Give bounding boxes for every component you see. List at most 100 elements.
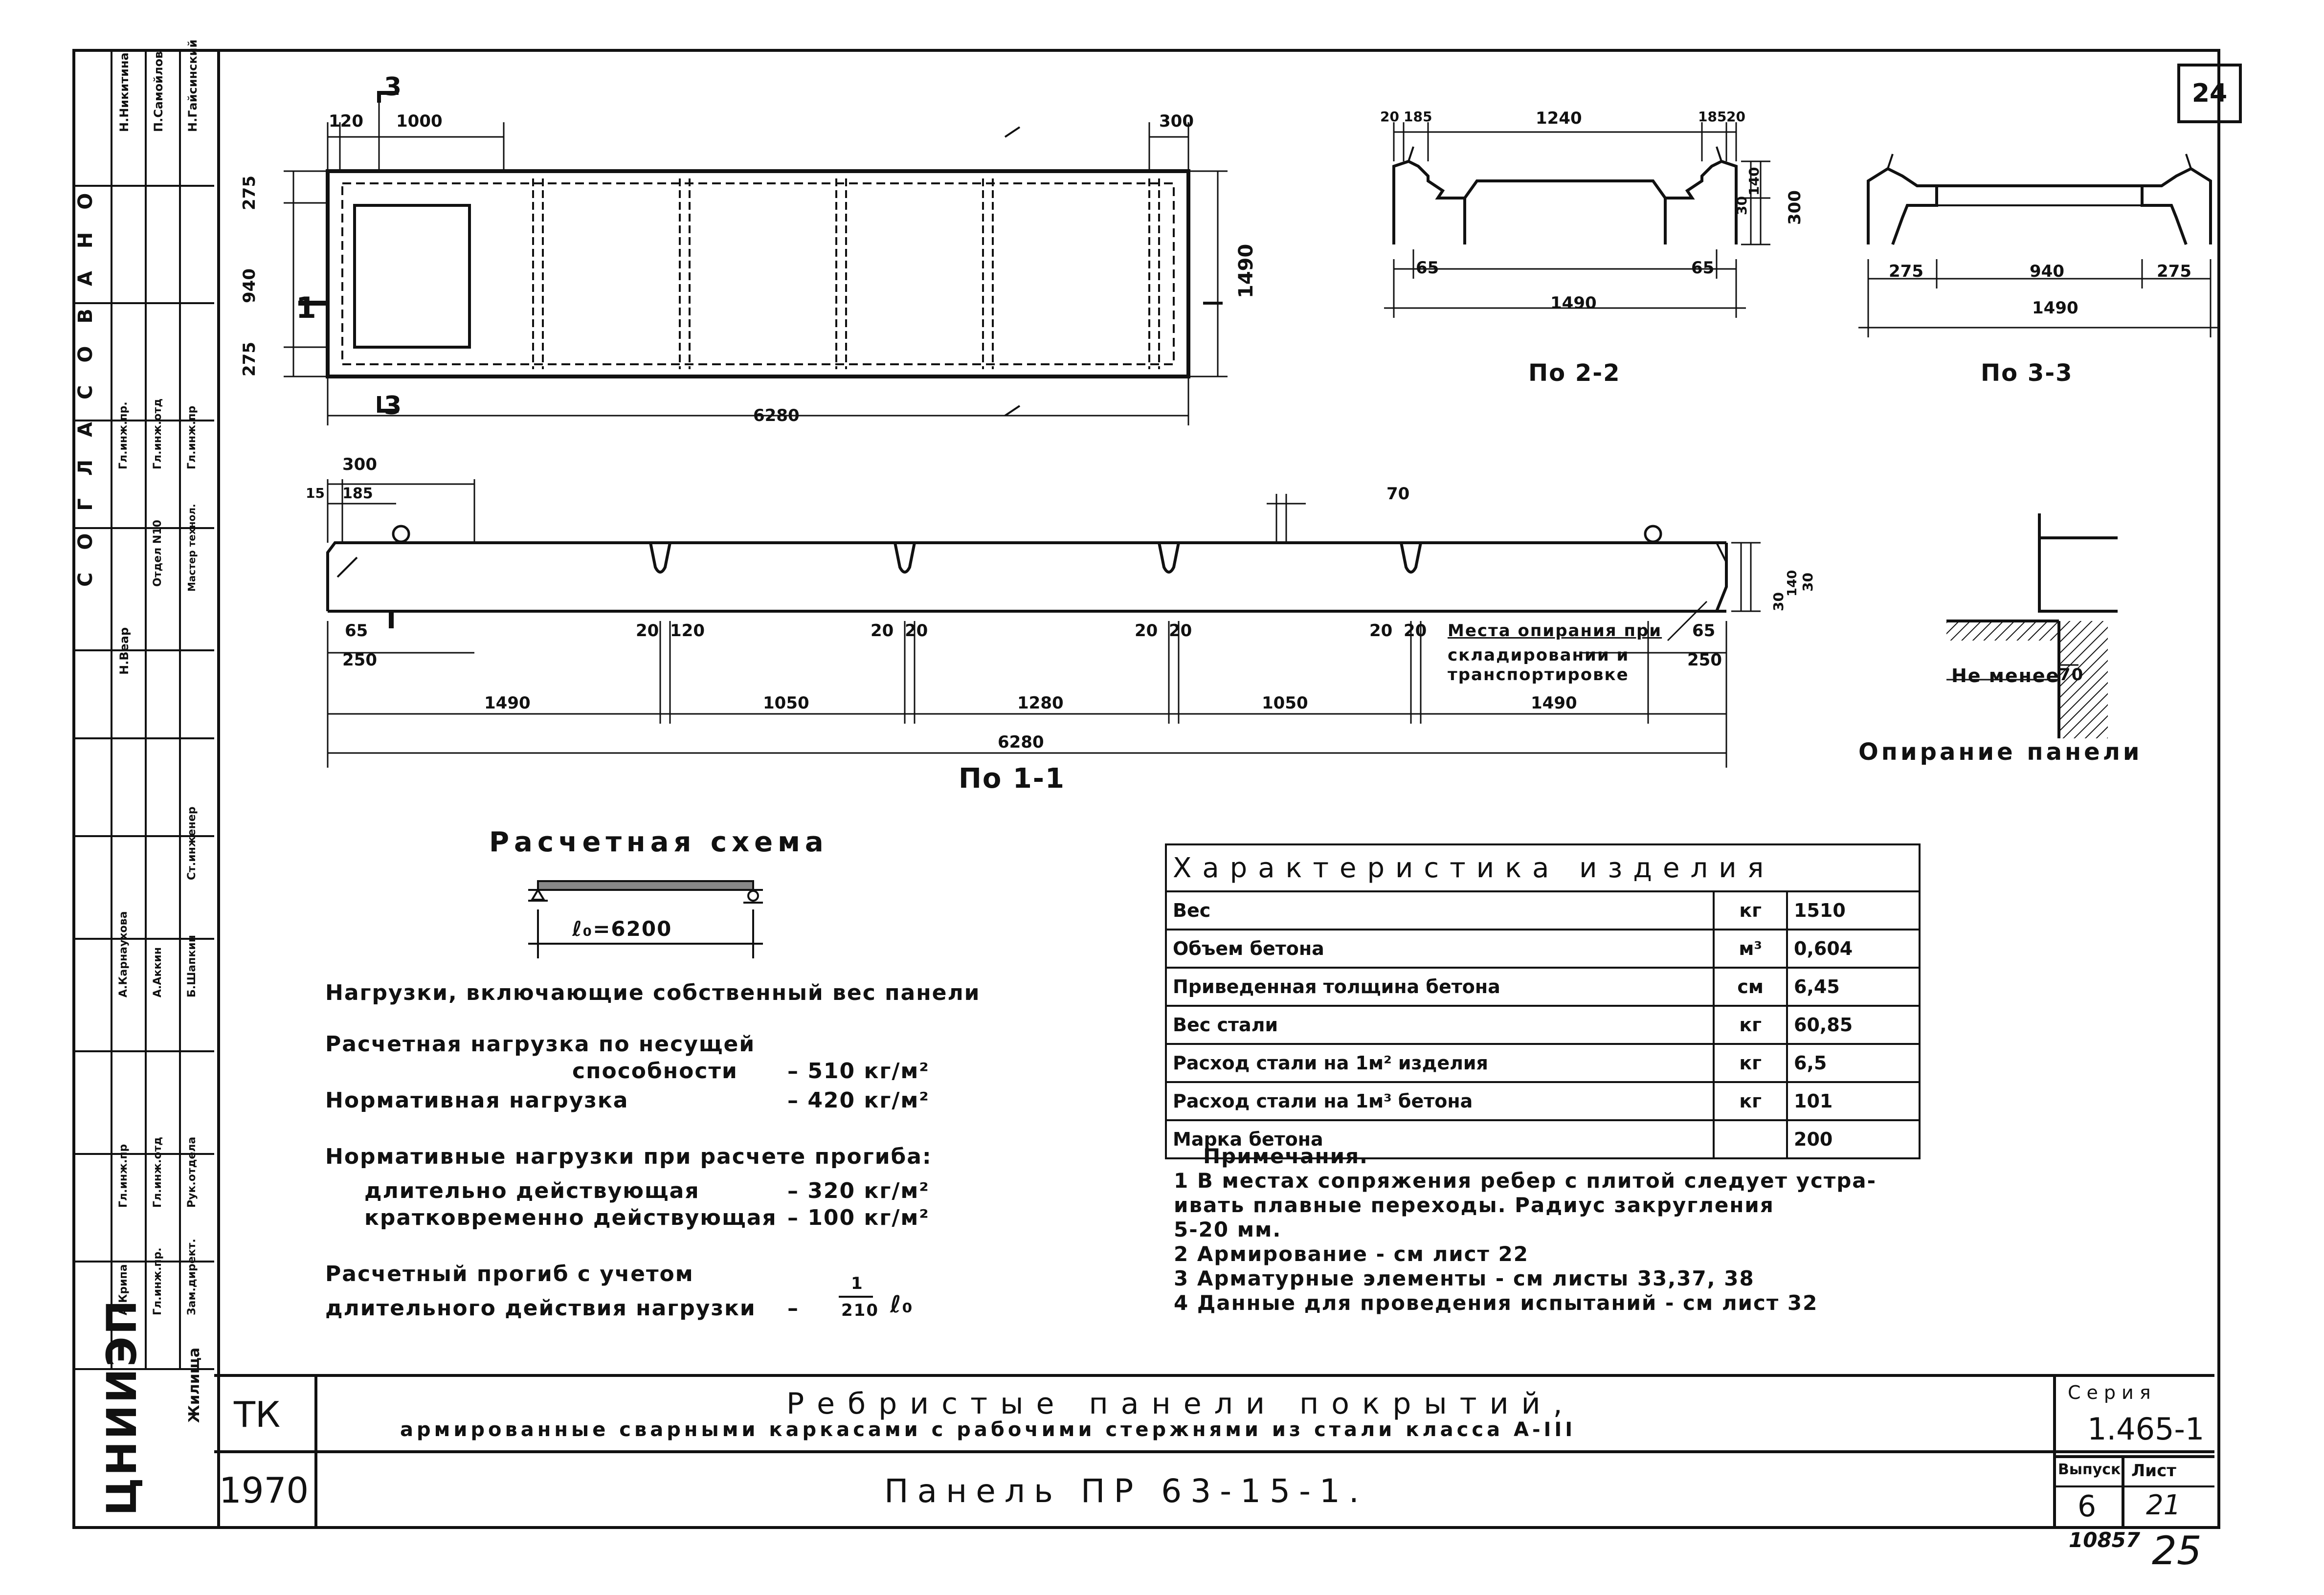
s11-support-note-3: транспортировке [1448,665,1629,685]
char-unit: кг [1713,1043,1788,1083]
scheme-defl-bar [839,1296,873,1298]
title-line-1: Ребристые панели покрытий, [786,1387,1575,1421]
sidebar-chief-proj: Гл.инж.пр [117,1144,130,1208]
characteristics-title: Характеристика изделия [1165,843,1921,892]
s22-dim-bottom-3: 1490 [1550,293,1597,313]
sidebar-role-3: Гл.инж.пр. [117,401,130,469]
char-value: 6,45 [1786,967,1921,1007]
s33-dim-3: 275 [2157,262,2191,281]
support-min-label: Не менее [1951,665,2060,687]
char-value: 60,85 [1786,1005,1921,1045]
plan-section-mark: 3 [384,72,402,102]
support-detail [1946,513,2118,738]
char-value: 200 [1786,1119,1921,1159]
s11-dim-15: 15 [306,485,325,501]
plan-dim-left-3: 275 [240,342,259,377]
s11-dim-250-left: 250 [342,650,377,670]
char-unit: кг [1713,1081,1788,1121]
scheme-calc-load-val: – 510 кг/м² [787,1059,930,1084]
s11-dim-20-2: 20 [871,621,894,641]
char-unit: м³ [1713,929,1788,969]
s11-dim-250-right: 250 [1687,650,1722,670]
sidebar-chief-dept: Гл.инж.отд [152,1137,164,1208]
s33-dim-1: 275 [1889,262,1923,281]
s11-span-2: 1050 [763,693,809,713]
table-row: Расход стали на 1м³ бетона кг 101 [1164,1081,1921,1121]
table-row: Приведенная толщина бетона см 6,45 [1164,967,1921,1007]
notes-title: Примечания. [1203,1144,1369,1168]
table-row: Расход стали на 1м² изделия кг 6,5 [1164,1043,1921,1083]
sidebar-karnaukhova: А.Карнаухова [117,911,130,997]
s11-dim-right-3: 30 [1800,573,1816,592]
plan-dim-right: 1490 [1235,244,1257,298]
s11-dim-right-1: 30 [1770,592,1787,611]
s11-dim-20-5: 20 [1169,621,1192,641]
sidebar-org: ЦНИИЭП [98,1298,146,1516]
s22-dim-top-3: 1240 [1536,109,1582,128]
scheme-defl-num: 1 [851,1274,864,1293]
issue-label: Выпуск [2058,1461,2121,1478]
plan-dim-bottom: 6280 [753,406,800,425]
table-row: Вес кг 1510 [1164,890,1921,930]
s11-dim-65-right: 65 [1692,621,1716,641]
plan-view [284,91,1228,425]
char-name: Приведенная толщина бетона [1164,967,1715,1007]
stamp-bottom-page: 25 [2152,1528,2202,1573]
s11-label: По 1-1 [959,763,1066,795]
char-name: Вес стали [1164,1005,1715,1045]
sidebar-name-3: Н.Никитина [117,52,131,132]
char-unit: см [1713,967,1788,1007]
s33-dim-total: 1490 [2032,298,2078,318]
characteristics-table: Характеристика изделия Вес кг 1510 Объем… [1164,843,1921,1159]
scheme-norm-load: Нормативная нагрузка [325,1088,629,1113]
char-name: Расход стали на 1м³ бетона [1164,1081,1715,1121]
note-line: 4 Данные для проведения испытаний - см л… [1174,1291,1818,1315]
sidebar-role-1: Гл.инж.пр [186,405,198,469]
plan-dim-top-3: 300 [1159,111,1194,131]
sidebar-housing: Жилища [186,1347,203,1423]
s11-dim-20-1: 20 [636,621,659,641]
scheme-span: ℓ₀=6200 [572,917,672,941]
note-line: 5-20 мм. [1174,1218,1282,1241]
s22-dim-bottom-1: 65 [1416,258,1439,278]
s11-dim-right-2: 140 [1785,570,1800,597]
s22-dim-top-5: 20 [1726,109,1745,125]
char-unit: кг [1713,890,1788,930]
scheme-defl-den: 210 [841,1301,879,1320]
scheme-calc-load-1: Расчетная нагрузка по несущей [325,1032,756,1057]
sheet-value: 21 [2146,1489,2181,1521]
plan-dim-top-2: 1000 [396,111,443,131]
s11-support-note-1: Места опирания при [1448,621,1662,641]
sidebar-head-dept: Рук.отдела [186,1136,198,1208]
char-value: 1510 [1786,890,1921,930]
s33-dim-2: 940 [2030,262,2064,281]
section-1-1 [326,479,1761,768]
char-name: Вес [1164,890,1715,930]
char-name: Объем бетона [1164,929,1715,969]
s11-span-5: 1490 [1531,693,1577,713]
sidebar-role-2: Гл.инж.отд [152,399,164,469]
plan-section-bottom: 3 [384,391,402,421]
issue-value: 6 [2078,1489,2097,1524]
title-line-2: армированные сварными каркасами с рабочи… [400,1418,1576,1441]
char-name: Расход стали на 1м² изделия [1164,1043,1715,1083]
scheme-diagram [528,880,763,958]
sidebar-agreed: СОГЛАСОВАНО [74,170,97,587]
note-line: 3 Арматурные элементы - см листы 33,37, … [1174,1266,1755,1290]
support-min-value: 70 [2059,665,2084,685]
s11-dim-70: 70 [1386,484,1410,504]
plan-dim-top-1: 120 [329,111,363,131]
s11-total: 6280 [998,732,1044,752]
scheme-defl-sym: ℓ₀ [890,1291,914,1318]
scheme-long-term-val: – 320 кг/м² [787,1178,930,1203]
scheme-short-term-val: – 100 кг/м² [787,1205,930,1230]
table-row: Объем бетона м³ 0,604 [1164,929,1921,969]
note-line: ивать плавные переходы. Радиус закруглен… [1174,1193,1774,1217]
scheme-title: Расчетная схема [489,826,828,858]
plan-section-left: 1 [296,291,316,325]
sidebar-master: Мастер технол. [186,504,198,592]
s11-span-1: 1490 [484,693,531,713]
s11-dim-185: 185 [342,485,373,502]
s22-dim-bottom-2: 65 [1691,258,1715,278]
sidebar-engineer: Ст.инженер [186,806,198,880]
